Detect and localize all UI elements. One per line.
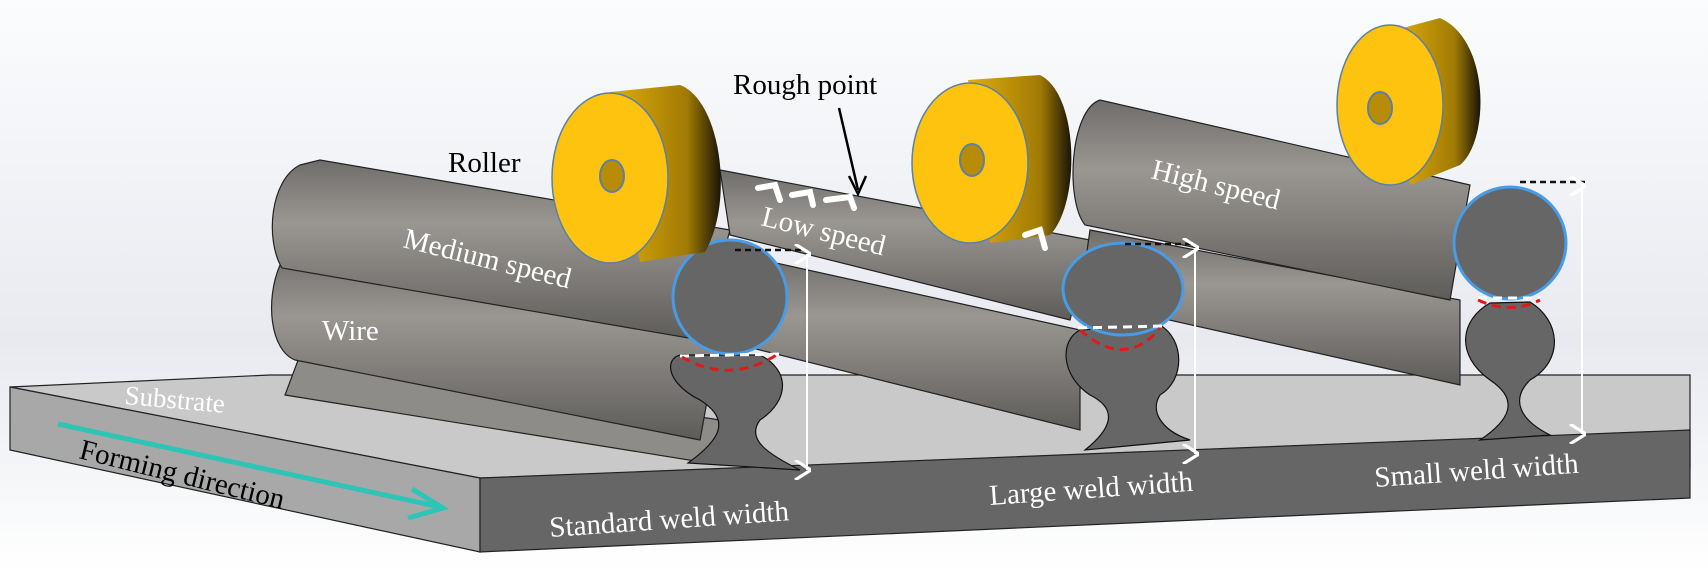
profile-outline-blue bbox=[1061, 241, 1185, 337]
forming-direction-arrowhead bbox=[407, 486, 450, 521]
rough-point-arrowhead bbox=[847, 175, 868, 197]
roller-hub-hole bbox=[599, 159, 625, 193]
substrate-end-side bbox=[479, 429, 1691, 553]
lower-layer-section bbox=[1465, 301, 1555, 441]
bead-lower-1 bbox=[270, 249, 721, 441]
forming-direction-arrow bbox=[57, 421, 441, 510]
rough-point-pointer bbox=[837, 107, 860, 191]
roller-3 bbox=[1336, 18, 1481, 186]
rough-point-marks bbox=[755, 181, 1048, 251]
lower-layer-section bbox=[670, 353, 801, 471]
cross-section-small bbox=[1452, 182, 1585, 441]
rough-mark bbox=[755, 181, 783, 203]
rough-mark bbox=[1022, 226, 1048, 251]
fusion-line-red bbox=[1477, 298, 1541, 309]
label-rough-point: Rough point bbox=[733, 69, 877, 101]
rough-mark bbox=[823, 193, 857, 211]
roller-hub-hole bbox=[1367, 91, 1393, 125]
fusion-line-red bbox=[1079, 327, 1162, 351]
roller-1 bbox=[551, 85, 721, 264]
rough-mark bbox=[789, 188, 816, 208]
bead-upper-3 bbox=[1072, 99, 1471, 301]
roller-hub-hole bbox=[959, 143, 985, 177]
label-wire: Wire bbox=[322, 315, 379, 347]
profile-outline-blue bbox=[1452, 185, 1568, 301]
label-roller: Roller bbox=[448, 147, 521, 179]
roller-2 bbox=[911, 75, 1072, 244]
cross-section-standard bbox=[670, 238, 807, 471]
cross-section-large bbox=[1061, 241, 1195, 454]
profile-outline-blue bbox=[671, 238, 789, 356]
fusion-chord bbox=[679, 352, 781, 358]
fusion-line-red bbox=[681, 352, 779, 372]
